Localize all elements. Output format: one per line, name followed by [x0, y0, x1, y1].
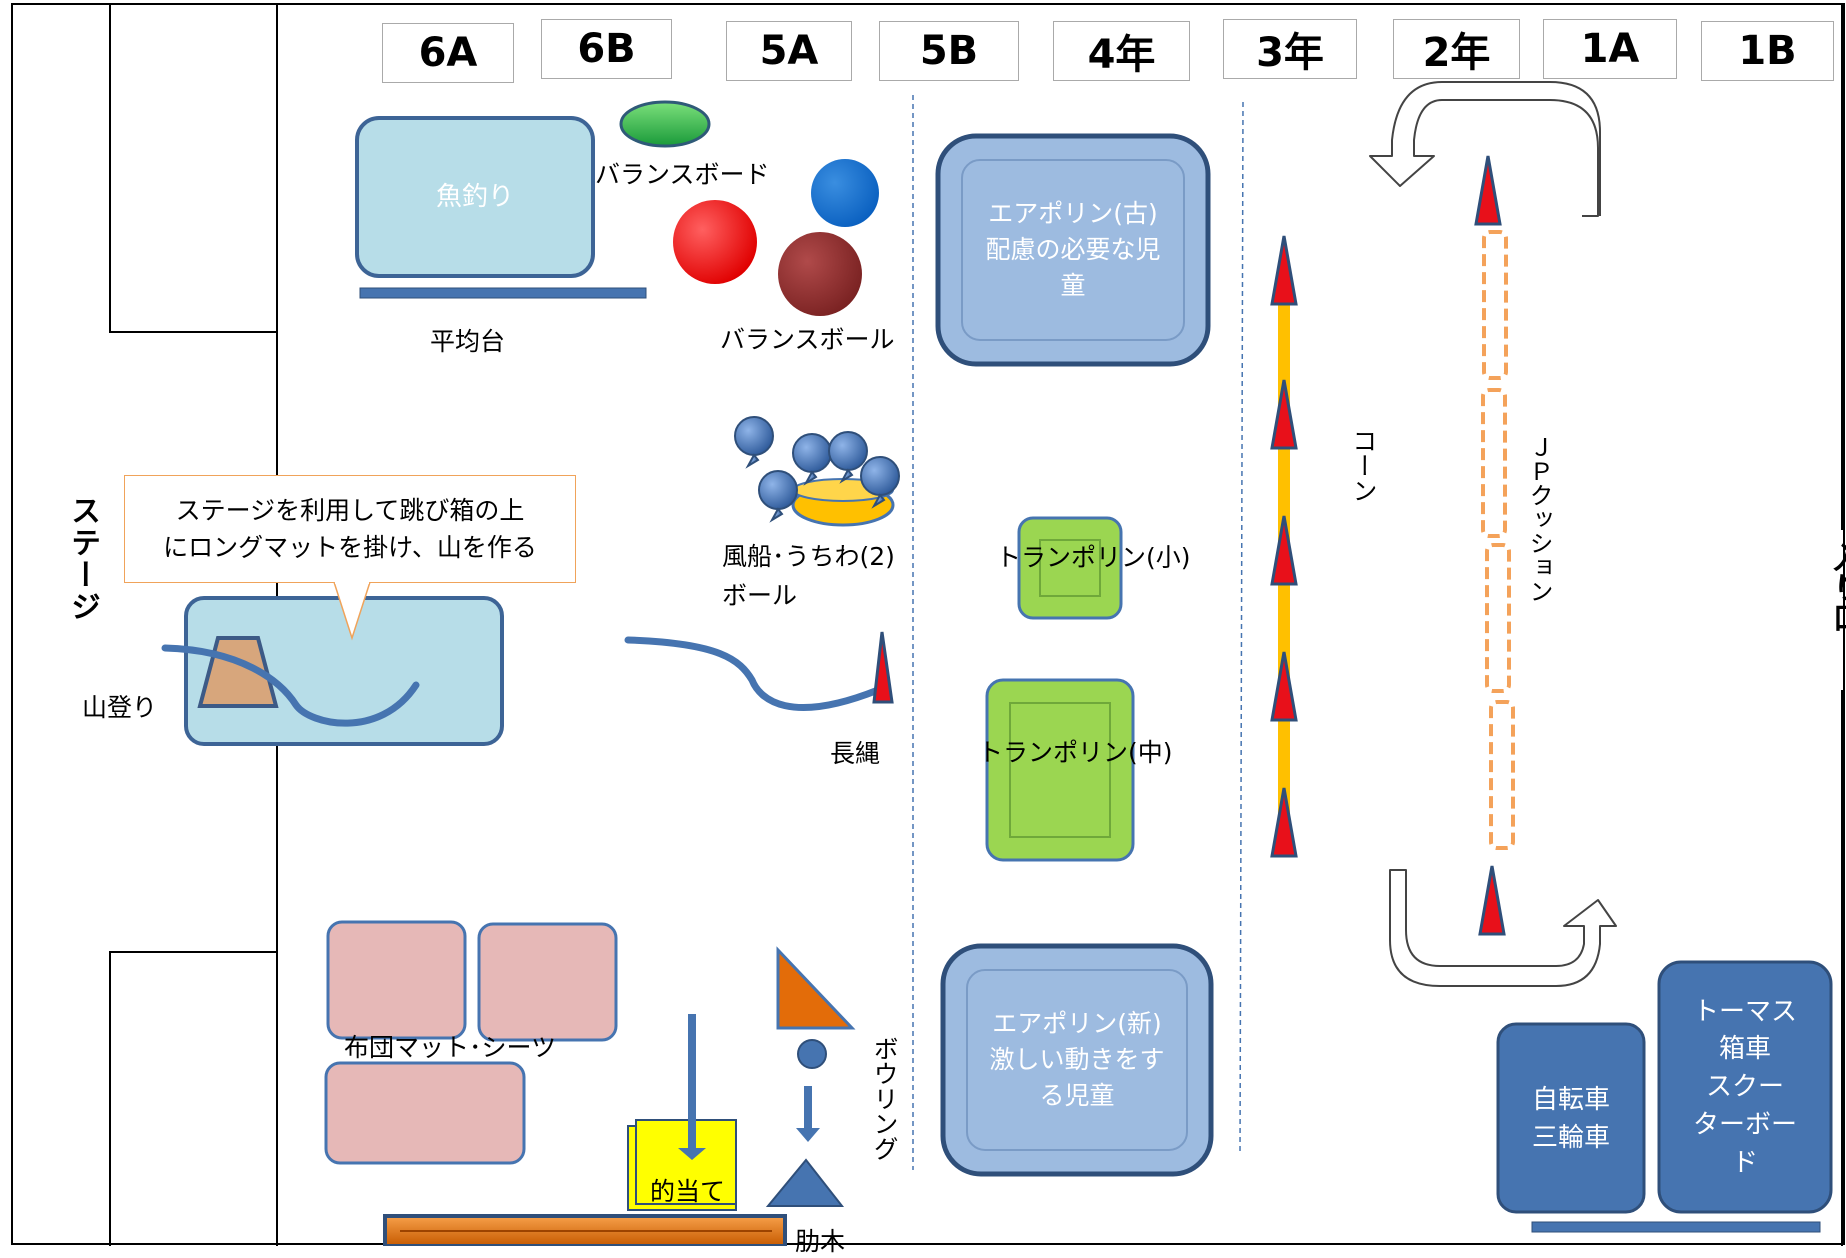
futon-mat-2 [477, 922, 618, 1042]
trampoline-mid-inner [1009, 702, 1111, 838]
target-arrow-head [678, 1148, 706, 1160]
long-rope-label: 長縄 [830, 739, 881, 768]
balance-ball-label: バランスボール [720, 325, 895, 354]
class-header-4: 4年 [1053, 21, 1190, 81]
entrance-label: 入り口 [1827, 542, 1846, 632]
wall-bars-label: 肋木 [795, 1227, 846, 1256]
stage-wing-bottom [109, 951, 277, 1246]
trampoline-small-label: トランポリン(小) [996, 543, 1191, 572]
class-header-6b: 6B [541, 19, 672, 79]
class-header-2: 2年 [1393, 19, 1520, 79]
balance-ball-brown [778, 232, 862, 316]
course-arrow-bottom [1389, 869, 1617, 987]
course-cones [1474, 155, 1506, 936]
class-header-5b: 5B [879, 21, 1019, 81]
target-board [635, 1119, 737, 1205]
airpolin-new [940, 943, 1214, 1177]
long-rope [624, 636, 882, 711]
balance-beam-label: 平均台 [430, 327, 506, 356]
vehicle-rail [1531, 1221, 1821, 1233]
mountain-rope [161, 644, 420, 727]
cone-label: コーン [1349, 428, 1378, 503]
trampoline-mid-label: トランポリン(中) [978, 738, 1173, 767]
airpolin-old-inner [961, 159, 1185, 341]
trampoline-mid [985, 678, 1135, 862]
mountain-label: 山登り [82, 693, 158, 722]
futon-mat-1 [326, 920, 467, 1040]
trampoline-small [1017, 516, 1123, 620]
class-header-1a: 1A [1543, 19, 1677, 79]
bowling-triangle-blue [765, 1158, 845, 1207]
jp-cushion-label: ＪＰクッション [1525, 435, 1553, 603]
bicycle-area [1496, 1022, 1646, 1214]
futon-label: 布団マット･シーツ [344, 1033, 557, 1062]
balloons-label: 風船･うちわ(2) ボール [722, 542, 895, 610]
class-header-3: 3年 [1223, 19, 1357, 79]
thomas-area [1657, 960, 1833, 1214]
cones [1270, 235, 1298, 858]
fishing-label: 魚釣り [435, 182, 514, 213]
futon-mat-3 [324, 1061, 526, 1165]
gym-outline [11, 3, 1845, 1245]
stage-wing-top [109, 4, 277, 333]
balance-beam [359, 287, 647, 299]
class-header-5a: 5A [726, 21, 852, 81]
fishing-area [355, 116, 595, 278]
airpolin-new-label: エアポリン(新) 激しい動きをす る児童 [989, 1008, 1165, 1111]
rope-cone [872, 631, 894, 704]
balance-board [619, 100, 711, 148]
trampoline-small-inner [1039, 539, 1101, 597]
balance-board-label: バランスボード [595, 160, 770, 189]
bowling-ball [797, 1039, 827, 1069]
balance-ball-blue [811, 159, 879, 227]
thomas-label: トーマス 箱車 スクー ターボー ド [1692, 996, 1797, 1178]
target-label: 的当て [650, 1177, 726, 1206]
airpolin-old [935, 133, 1211, 367]
course-arrow-top [1369, 81, 1601, 217]
stage-label: ステージ [65, 495, 100, 623]
jp-cushions [1481, 230, 1515, 850]
balance-ball-red [673, 200, 757, 284]
balloons [734, 416, 900, 523]
bowling-triangle-orange [776, 946, 856, 1030]
divider-line-2 [1239, 101, 1244, 1156]
bowling-arrow-head [796, 1128, 820, 1142]
mountain-callout: ステージを利用して跳び箱の上 にロングマットを掛け、山を作る [124, 475, 576, 583]
airpolin-new-inner [966, 969, 1188, 1151]
bowling-label: ボウリング [870, 1036, 899, 1161]
airpolin-old-label: エアポリン(古) 配慮の必要な児 童 [985, 198, 1161, 301]
class-header-6a: 6A [382, 23, 514, 83]
class-header-1b: 1B [1701, 21, 1834, 81]
callout-pointer [333, 582, 371, 641]
bicycle-label: 自転車 三輪車 [1531, 1085, 1610, 1153]
